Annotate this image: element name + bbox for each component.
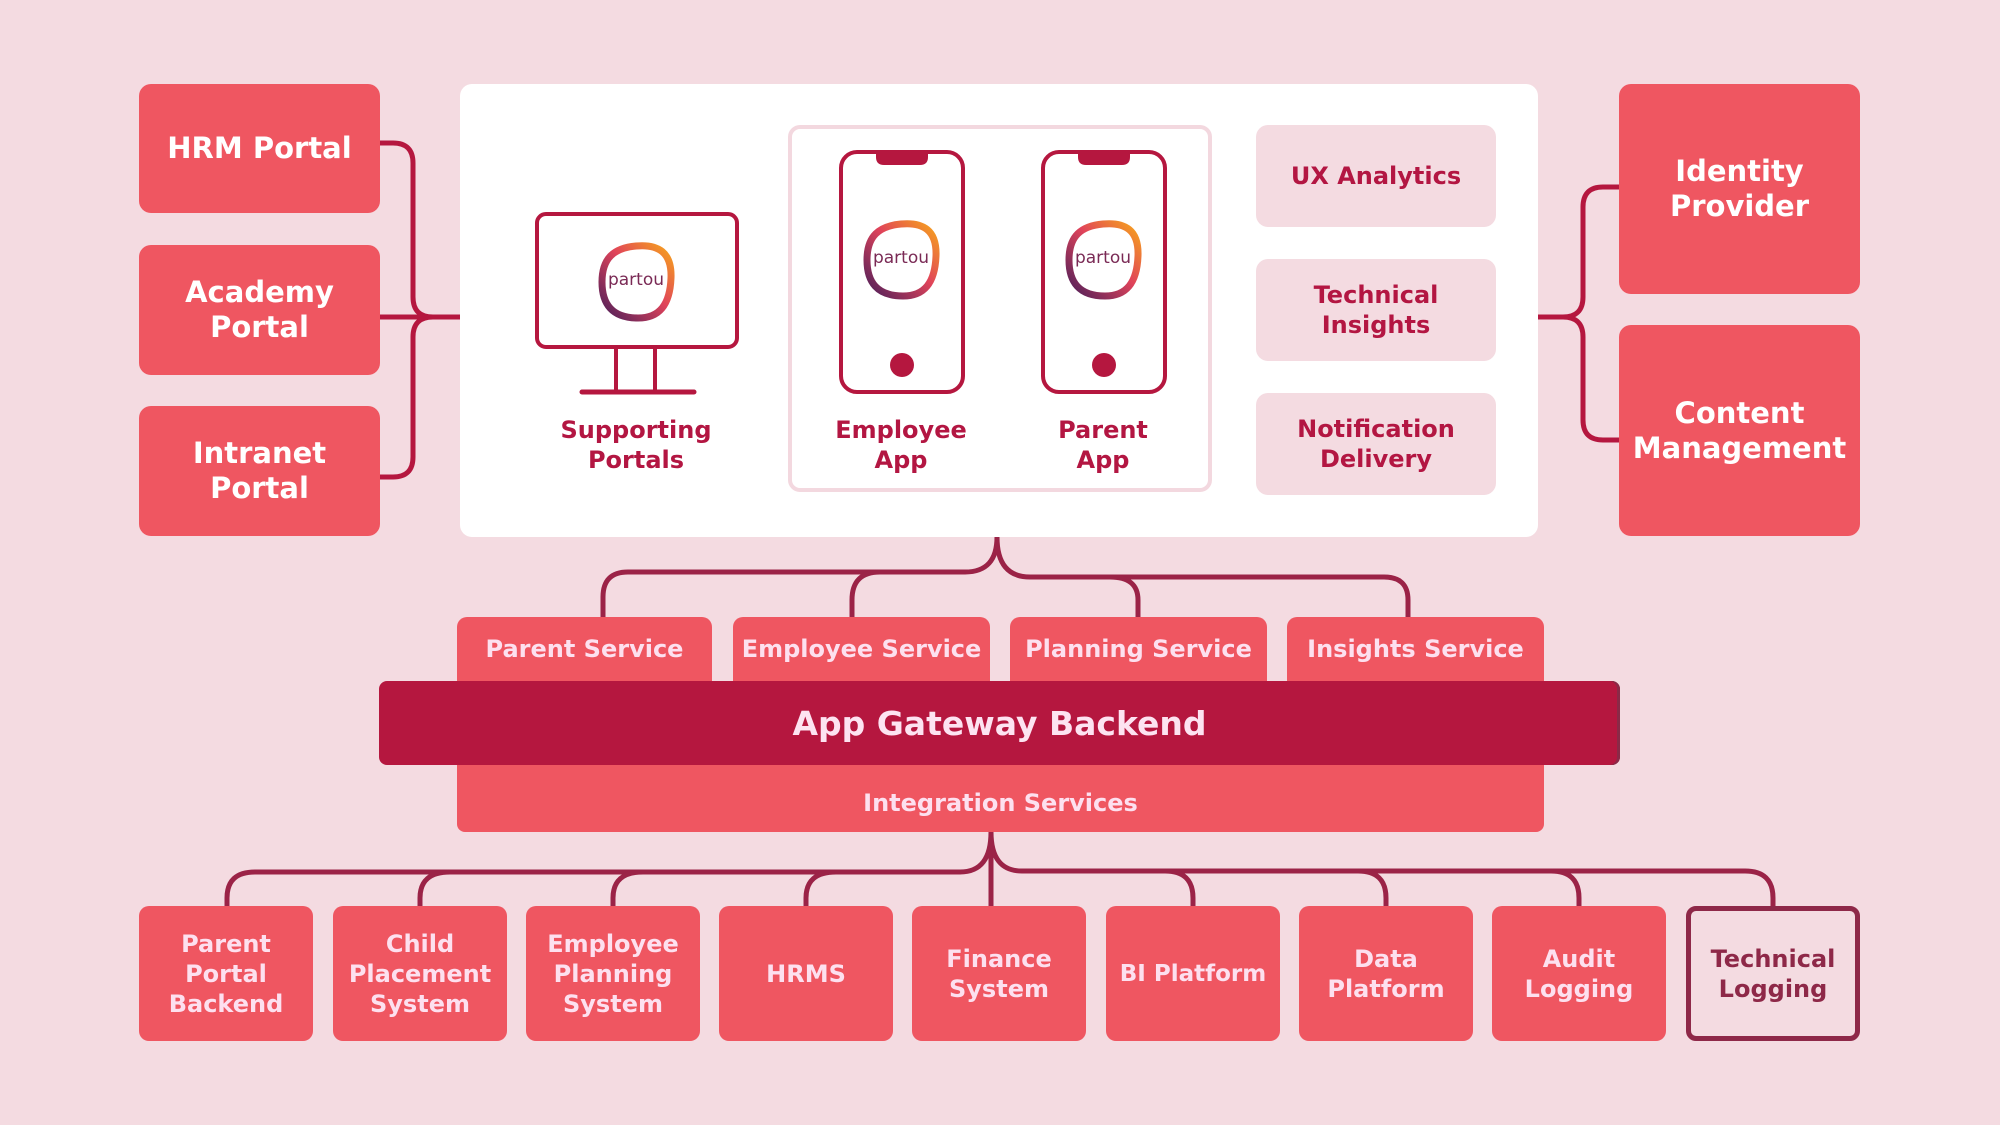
supporting-portals-label: Supporting Portals: [526, 415, 746, 475]
technical-insights-label: Technical Insights: [1313, 281, 1439, 339]
academy-portal-label: Academy Portal: [185, 275, 334, 344]
system-box-hrms: HRMS: [719, 906, 893, 1041]
system-box-technical-logging: Technical Logging: [1686, 906, 1860, 1041]
identity-provider-label: Identity Provider: [1669, 154, 1810, 223]
partou-logo: partou: [861, 220, 941, 300]
system-label: BI Platform: [1119, 960, 1267, 987]
connector-int-right: [988, 831, 1776, 906]
connector-int-left: [224, 831, 994, 906]
label-line: Employee: [835, 416, 967, 444]
phone-icon-parent: [1041, 150, 1167, 394]
system-label: Audit Logging: [1524, 944, 1634, 1003]
content-management-box: Content Management: [1619, 325, 1860, 536]
insights-service-box: Insights Service: [1287, 617, 1544, 687]
label-line: App: [1076, 446, 1130, 474]
connector-intranet: [380, 314, 434, 480]
system-box-child-placement: Child Placement System: [333, 906, 507, 1041]
connector-employee-service: [849, 569, 881, 617]
label-line: Supporting: [560, 416, 712, 444]
partou-logo: partou: [596, 242, 676, 322]
system-label: Employee Planning System: [547, 929, 679, 1018]
partou-logo: partou: [1063, 220, 1143, 300]
technical-insights-card: Technical Insights: [1256, 259, 1496, 361]
connector-bi: [1164, 868, 1196, 906]
academy-portal-box: Academy Portal: [139, 245, 380, 375]
logo-text: partou: [607, 270, 665, 290]
ux-analytics-label: UX Analytics: [1290, 162, 1462, 190]
connector-panel-left: [600, 536, 1000, 617]
connector-child: [417, 869, 451, 906]
system-label: Finance System: [946, 944, 1052, 1003]
system-label: Child Placement System: [348, 929, 492, 1018]
parent-service-box: Parent Service: [457, 617, 712, 687]
logo-text: partou: [1074, 248, 1132, 268]
monitor-icon: [535, 212, 739, 395]
system-box-data-platform: Data Platform: [1299, 906, 1473, 1041]
connector-content: [1562, 314, 1619, 443]
connector-hrms: [803, 869, 837, 906]
notification-delivery-label: Notification Delivery: [1297, 415, 1455, 473]
hrm-portal-label: HRM Portal: [167, 131, 352, 165]
employee-service-label: Employee Service: [741, 635, 982, 663]
integration-services-box: Integration Services: [457, 760, 1544, 832]
connector-data: [1357, 868, 1389, 906]
system-box-bi-platform: BI Platform: [1106, 906, 1280, 1041]
system-box-audit-logging: Audit Logging: [1492, 906, 1666, 1041]
connector-hrm: [380, 140, 460, 320]
connector-employee-planning: [610, 869, 644, 906]
system-label: Technical Logging: [1710, 944, 1836, 1003]
label-line: App: [874, 446, 928, 474]
system-label: Parent Portal Backend: [168, 929, 284, 1018]
parent-service-label: Parent Service: [485, 635, 684, 663]
system-label: HRMS: [766, 959, 846, 988]
phone-icon-employee: [839, 150, 965, 394]
connector-panel-right: [994, 536, 1411, 617]
system-label: Data Platform: [1327, 944, 1445, 1003]
connector-audit: [1550, 868, 1582, 906]
connector-identity: [1538, 184, 1619, 320]
label-line: Portals: [587, 446, 685, 474]
insights-service-label: Insights Service: [1307, 635, 1524, 663]
planning-service-label: Planning Service: [1025, 635, 1252, 663]
ux-analytics-card: UX Analytics: [1256, 125, 1496, 227]
content-management-label: Content Management: [1632, 395, 1847, 465]
parent-app-label: Parent App: [993, 415, 1213, 475]
system-box-parent-portal-backend: Parent Portal Backend: [139, 906, 313, 1041]
label-line: Parent: [1058, 416, 1148, 444]
mobile-apps-group: [788, 125, 1212, 492]
identity-provider-box: Identity Provider: [1619, 84, 1860, 294]
employee-app-label: Employee App: [791, 415, 1011, 475]
hrm-portal-box: HRM Portal: [139, 84, 380, 213]
connector-planning-service: [1109, 574, 1141, 617]
integration-services-label: Integration Services: [863, 789, 1138, 817]
employee-service-box: Employee Service: [733, 617, 990, 687]
logo-text: partou: [872, 248, 930, 268]
intranet-portal-label: Intranet Portal: [192, 436, 327, 505]
system-box-finance: Finance System: [912, 906, 1086, 1041]
system-box-employee-planning: Employee Planning System: [526, 906, 700, 1041]
notification-delivery-card: Notification Delivery: [1256, 393, 1496, 495]
intranet-portal-box: Intranet Portal: [139, 406, 380, 536]
app-gateway-backend-label: App Gateway Backend: [792, 703, 1207, 743]
planning-service-box: Planning Service: [1010, 617, 1267, 687]
app-gateway-backend-bar: App Gateway Backend: [379, 681, 1620, 765]
